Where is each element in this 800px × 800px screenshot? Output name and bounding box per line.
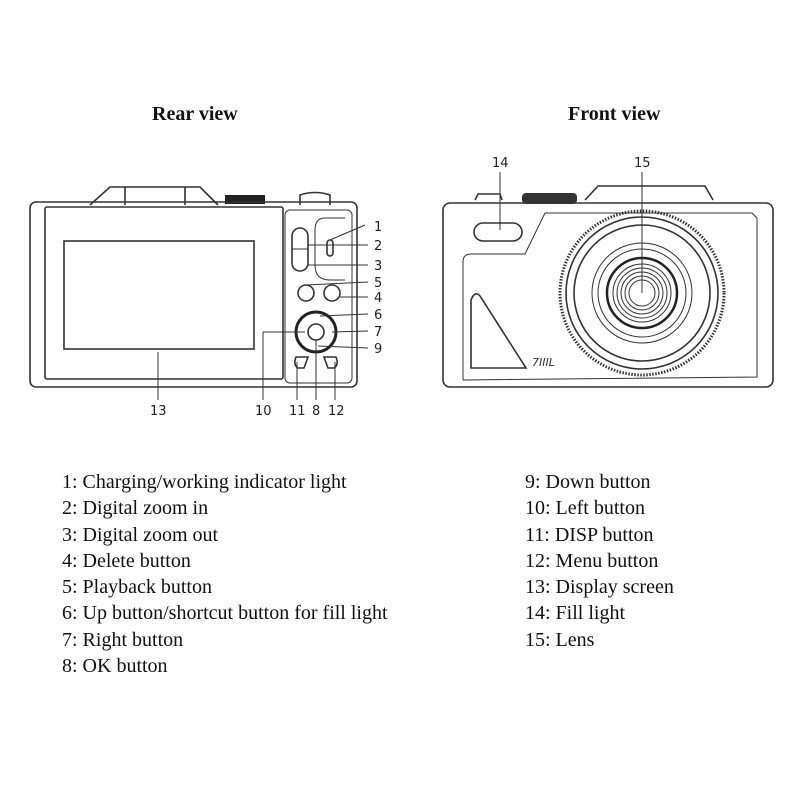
callout-1: 1 <box>374 220 382 235</box>
callout-11: 11 <box>289 404 306 419</box>
disp-button[interactable] <box>294 356 310 369</box>
legend-item: 11: DISP button <box>525 523 654 546</box>
legend-item: 4: Delete button <box>62 549 191 572</box>
callout-3: 3 <box>374 259 382 274</box>
callout-6: 6 <box>374 308 382 323</box>
legend-item: 5: Playback button <box>62 576 212 599</box>
legend-item: 14: Fill light <box>525 602 626 625</box>
legend-left: 1: Charging/working indicator light 2: D… <box>62 469 388 679</box>
callout-2: 2 <box>374 239 382 254</box>
legend-item: 6: Up button/shortcut button for fill li… <box>62 602 388 625</box>
legend-item: 8: OK button <box>62 655 168 678</box>
rear-view-camera <box>29 186 369 400</box>
callout-5: 5 <box>374 276 382 291</box>
ok-button[interactable] <box>307 323 325 341</box>
svg-text:7IIIL: 7IIIL <box>532 356 555 369</box>
playback-button[interactable] <box>297 284 315 302</box>
legend-item: 3: Digital zoom out <box>62 523 219 546</box>
legend-item: 10: Left button <box>525 497 645 520</box>
callout-15: 15 <box>634 156 651 171</box>
rear-view-title: Rear view <box>152 103 238 125</box>
callout-9: 9 <box>374 342 382 357</box>
callout-8: 8 <box>312 404 320 419</box>
legend-item: 7: Right button <box>62 628 184 651</box>
legend-item: 12: Menu button <box>525 549 659 572</box>
front-view-title: Front view <box>568 103 661 125</box>
callout-14: 14 <box>492 156 509 171</box>
lens-ring <box>558 209 726 377</box>
indicator-light <box>326 239 334 257</box>
legend-item: 15: Lens <box>525 628 595 651</box>
callout-4: 4 <box>374 291 382 306</box>
legend-item: 1: Charging/working indicator light <box>62 471 347 493</box>
front-view-camera: 7IIIL <box>442 172 774 388</box>
callout-10: 10 <box>255 404 272 419</box>
callout-12: 12 <box>328 404 345 419</box>
legend-item: 9: Down button <box>525 471 651 493</box>
fill-light <box>473 222 523 242</box>
legend-right: 9: Down button 10: Left button 11: DISP … <box>525 469 674 653</box>
delete-button[interactable] <box>323 284 341 302</box>
callout-7: 7 <box>374 325 382 340</box>
menu-button[interactable] <box>322 356 338 369</box>
legend-item: 13: Display screen <box>525 576 674 599</box>
display-screen-frame <box>44 206 284 380</box>
legend-item: 2: Digital zoom in <box>62 497 209 520</box>
callout-13: 13 <box>150 404 167 419</box>
display-screen <box>63 240 255 350</box>
